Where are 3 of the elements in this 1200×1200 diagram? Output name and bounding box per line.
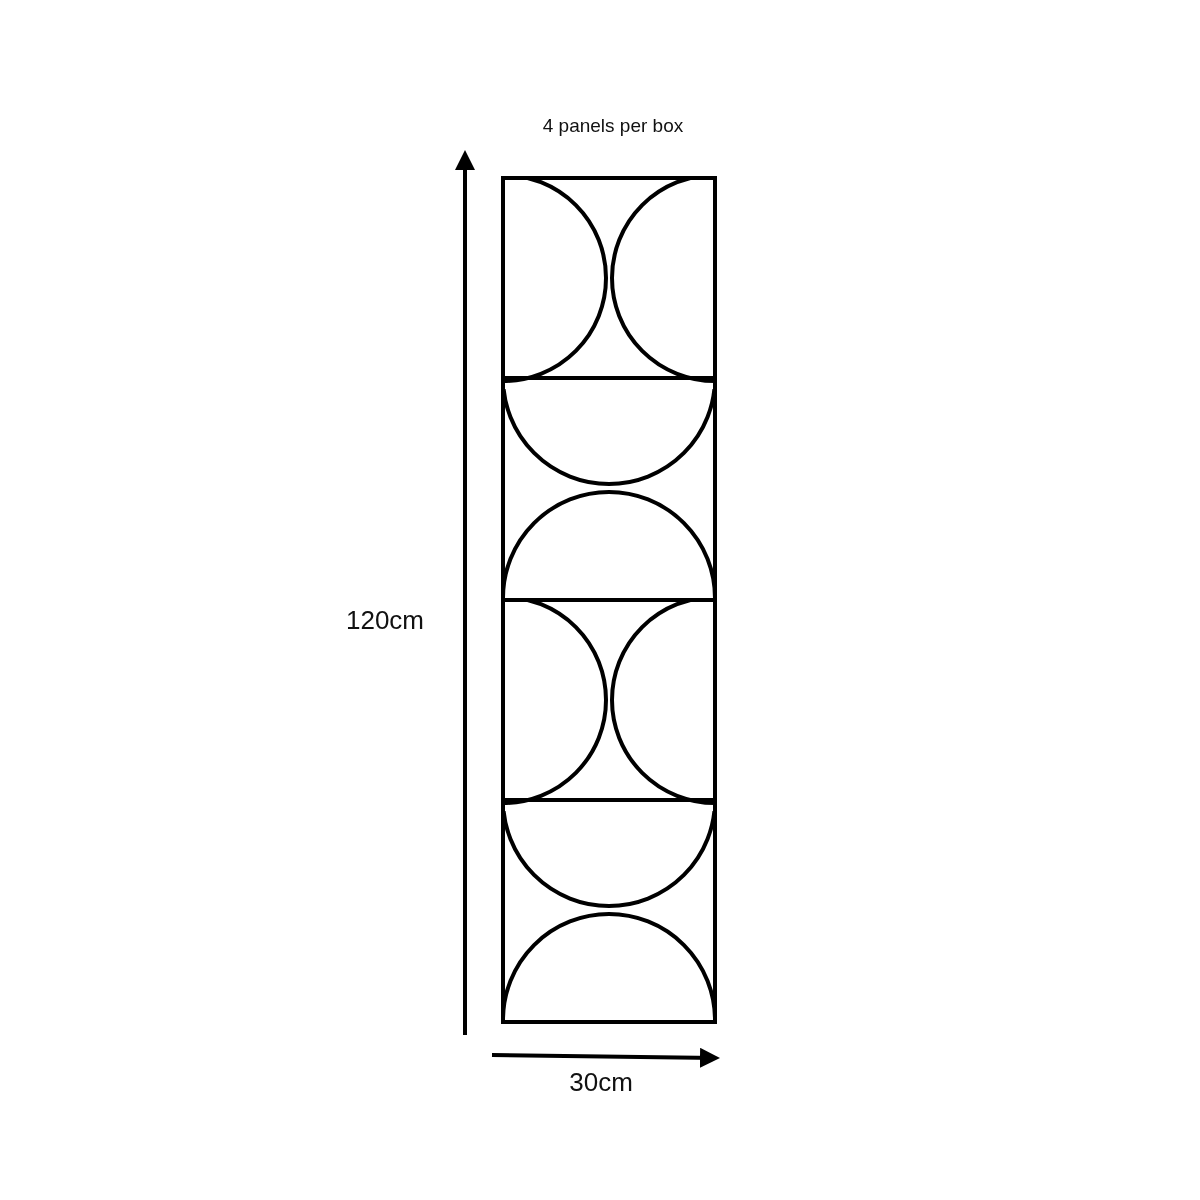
dimension-label: 30cm — [569, 1067, 633, 1097]
dimension-label: 120cm — [346, 605, 424, 635]
note-text: 4 panels per box — [542, 115, 684, 137]
